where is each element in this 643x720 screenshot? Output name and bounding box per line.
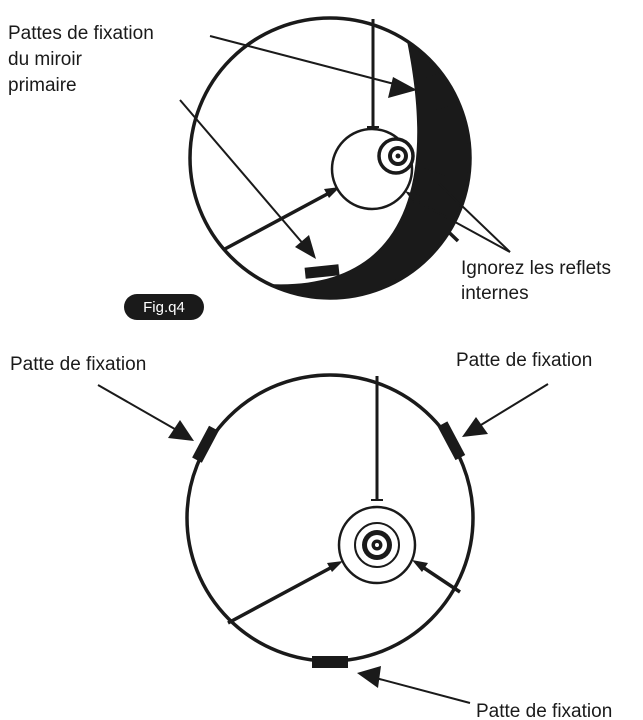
arrow-to-clip-right: [209, 35, 403, 87]
arrow-top-left-head: [168, 420, 194, 441]
figure-badge-text: Fig.q4: [143, 299, 185, 316]
tube-outline-top: [188, 16, 472, 300]
label-mounts-line1: Pattes de fixation: [8, 23, 154, 44]
label-bottom: Patte de fixation: [476, 701, 612, 720]
label-mounts-line2: du miroir: [8, 49, 83, 70]
arrow-bottom: [371, 676, 471, 704]
spider-vane-left: [222, 190, 332, 252]
reflection-crescent: [268, 18, 470, 298]
label-reflections-line2: internes: [461, 283, 529, 304]
label-mounts-line3: primaire: [8, 75, 77, 96]
arrow-to-clip-bottom: [179, 99, 306, 247]
centered-reflection-dot-inner: [375, 543, 379, 547]
arrow-top-right-head: [462, 417, 488, 437]
arrow-to-reflection-a: [434, 179, 511, 253]
arrow-bottom-head: [357, 666, 381, 688]
arrow-to-reflection-a-head: [424, 168, 446, 190]
vane-right: [420, 564, 461, 594]
spider-vane-right-head: [405, 191, 421, 203]
arrow-top-left: [97, 384, 181, 433]
arrow-to-reflection-b: [412, 198, 511, 253]
label-top-left: Patte de fixation: [10, 354, 146, 375]
mirror-clip-bottom: [304, 264, 340, 279]
clip-left: [192, 425, 219, 463]
arrow-to-clip-right-head: [388, 77, 417, 98]
mirror-clip-right: [426, 73, 449, 111]
arrow-to-clip-bottom-head: [295, 235, 316, 259]
clip-bottom: [312, 656, 348, 668]
tube-outline-bottom: [185, 373, 475, 663]
label-reflections-line1: Ignorez les reflets: [461, 258, 611, 279]
arrow-top-right: [475, 383, 549, 429]
vane-left: [227, 564, 335, 625]
figure-centered: Patte de fixation Patte de fixation Patt…: [10, 350, 612, 720]
spider-vane-right: [409, 194, 460, 243]
vane-right-head: [412, 560, 428, 572]
spider-vane-left-head: [324, 187, 340, 198]
figure-q4: Pattes de fixation du miroir primaire Ig…: [8, 16, 611, 320]
figure-badge: [124, 294, 204, 320]
vane-left-head: [327, 561, 343, 572]
label-top-right: Patte de fixation: [456, 350, 592, 371]
clip-right: [437, 421, 466, 461]
eye-reflection-center: [395, 153, 401, 159]
